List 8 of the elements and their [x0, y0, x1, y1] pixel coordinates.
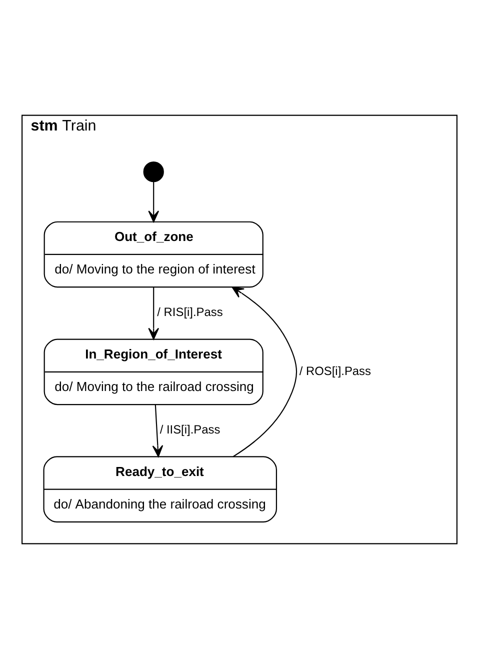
arrow [148, 286, 159, 340]
node-circle [142, 161, 164, 182]
arrow [231, 286, 297, 457]
edge-label: / RIS[i].Pass [156, 304, 222, 319]
arrow [148, 181, 159, 222]
arrow [152, 404, 163, 457]
edge-label: / IIS[i].Pass [159, 422, 220, 436]
edge-label: / ROS[i].Pass [298, 363, 371, 378]
